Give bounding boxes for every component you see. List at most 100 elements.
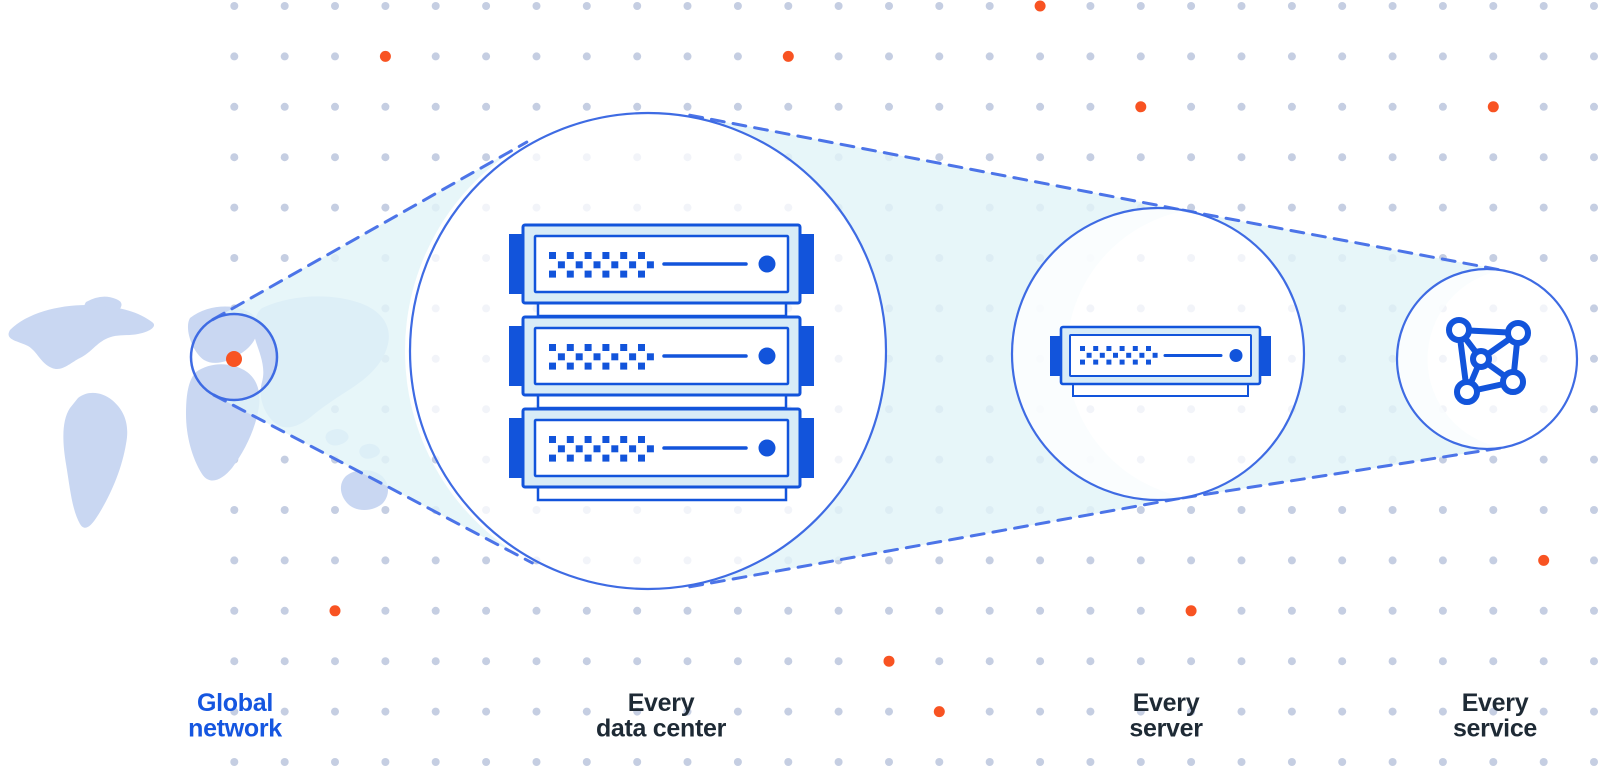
grid-dot <box>1237 506 1246 514</box>
server-power-dot <box>758 347 776 365</box>
grid-dot <box>1539 758 1548 766</box>
grid-dot <box>431 2 440 10</box>
grid-dot <box>1539 153 1548 162</box>
grid-dot <box>482 606 491 615</box>
grid-dot <box>885 606 893 615</box>
map-europe <box>187 306 259 363</box>
grid-dot <box>784 102 793 111</box>
grid-dot <box>280 506 289 514</box>
grid-dot-orange <box>1034 0 1046 12</box>
grid-dot <box>1086 102 1095 111</box>
grid-dot <box>331 203 339 212</box>
grid-dot <box>1590 304 1598 313</box>
grid-dot <box>1136 2 1145 10</box>
mesh-node <box>1500 369 1526 395</box>
grid-dot <box>1539 52 1548 61</box>
grid-dot <box>431 606 440 615</box>
grid-dot <box>1187 153 1196 162</box>
grid-dot <box>280 455 289 464</box>
grid-dot <box>733 707 742 716</box>
grid-dot <box>784 707 793 716</box>
grid-dot <box>1136 52 1145 61</box>
led-dot <box>638 362 645 370</box>
grid-dot <box>1287 657 1296 666</box>
grid-dot <box>1136 506 1145 514</box>
grid-dot <box>280 2 289 10</box>
grid-dot <box>1338 707 1347 716</box>
led-dot <box>602 344 610 351</box>
grid-dot <box>230 102 239 111</box>
grid-dot <box>834 758 843 766</box>
mesh-node <box>1505 320 1531 346</box>
led-dot <box>593 445 601 453</box>
grid-dot <box>1136 153 1145 162</box>
grid-dot <box>280 758 289 766</box>
grid-dot <box>1590 354 1598 363</box>
grid-dot <box>381 102 390 111</box>
grid-dot <box>280 52 289 61</box>
grid-dot <box>230 2 239 10</box>
grid-dot <box>985 102 994 111</box>
led-dot <box>602 252 610 259</box>
grid-dot <box>1438 102 1447 111</box>
grid-dot <box>1388 153 1397 162</box>
grid-dot <box>1388 2 1397 10</box>
grid-dot <box>1388 707 1397 716</box>
grid-dot <box>1338 52 1347 61</box>
grid-dot <box>230 254 239 262</box>
grid-dot <box>1590 2 1598 10</box>
led-dot <box>629 261 637 269</box>
grid-dot <box>1086 2 1095 10</box>
grid-dot <box>1489 203 1498 212</box>
grid-dot <box>1187 2 1196 10</box>
map-location-dot <box>226 351 242 367</box>
grid-dot <box>1086 52 1095 61</box>
grid-dot <box>331 657 339 666</box>
grid-dot <box>230 506 239 514</box>
led-dot <box>557 445 565 453</box>
grid-dot <box>1388 657 1397 666</box>
grid-dot <box>885 758 893 766</box>
grid-dot <box>633 52 642 61</box>
grid-dot <box>935 102 944 111</box>
grid-dot <box>482 52 491 61</box>
grid-dot <box>1287 606 1296 615</box>
led-dot <box>549 362 556 370</box>
grid-dot <box>582 758 591 766</box>
grid-dot <box>1036 153 1045 162</box>
grid-dot <box>1590 556 1598 565</box>
server-unit <box>509 223 814 318</box>
grid-dot <box>1388 506 1397 514</box>
grid-dot <box>280 203 289 212</box>
grid-dot <box>1287 758 1296 766</box>
grid-dot <box>1539 606 1548 615</box>
grid-dot <box>885 2 893 10</box>
grid-dot <box>733 606 742 615</box>
grid-dot <box>280 657 289 666</box>
grid-dot <box>582 657 591 666</box>
grid-dot <box>683 52 692 61</box>
grid-dot <box>1187 707 1196 716</box>
grid-dot <box>1438 2 1447 10</box>
grid-dot <box>935 556 944 565</box>
grid-dot <box>1187 52 1196 61</box>
service-circle <box>1395 267 1579 451</box>
grid-dot <box>1338 758 1347 766</box>
grid-dot <box>381 758 390 766</box>
grid-dot <box>985 758 994 766</box>
grid-dot <box>834 707 843 716</box>
server-power-dot <box>758 439 776 457</box>
grid-dot <box>1086 556 1095 565</box>
grid-dot <box>230 203 239 212</box>
grid-dot <box>331 758 339 766</box>
grid-dot <box>1489 657 1498 666</box>
grid-dot <box>1287 556 1296 565</box>
grid-dot <box>985 153 994 162</box>
grid-dot <box>834 52 843 61</box>
server-tray <box>1072 383 1249 397</box>
grid-dot <box>1489 455 1498 464</box>
dashed-connectors <box>211 113 1504 589</box>
